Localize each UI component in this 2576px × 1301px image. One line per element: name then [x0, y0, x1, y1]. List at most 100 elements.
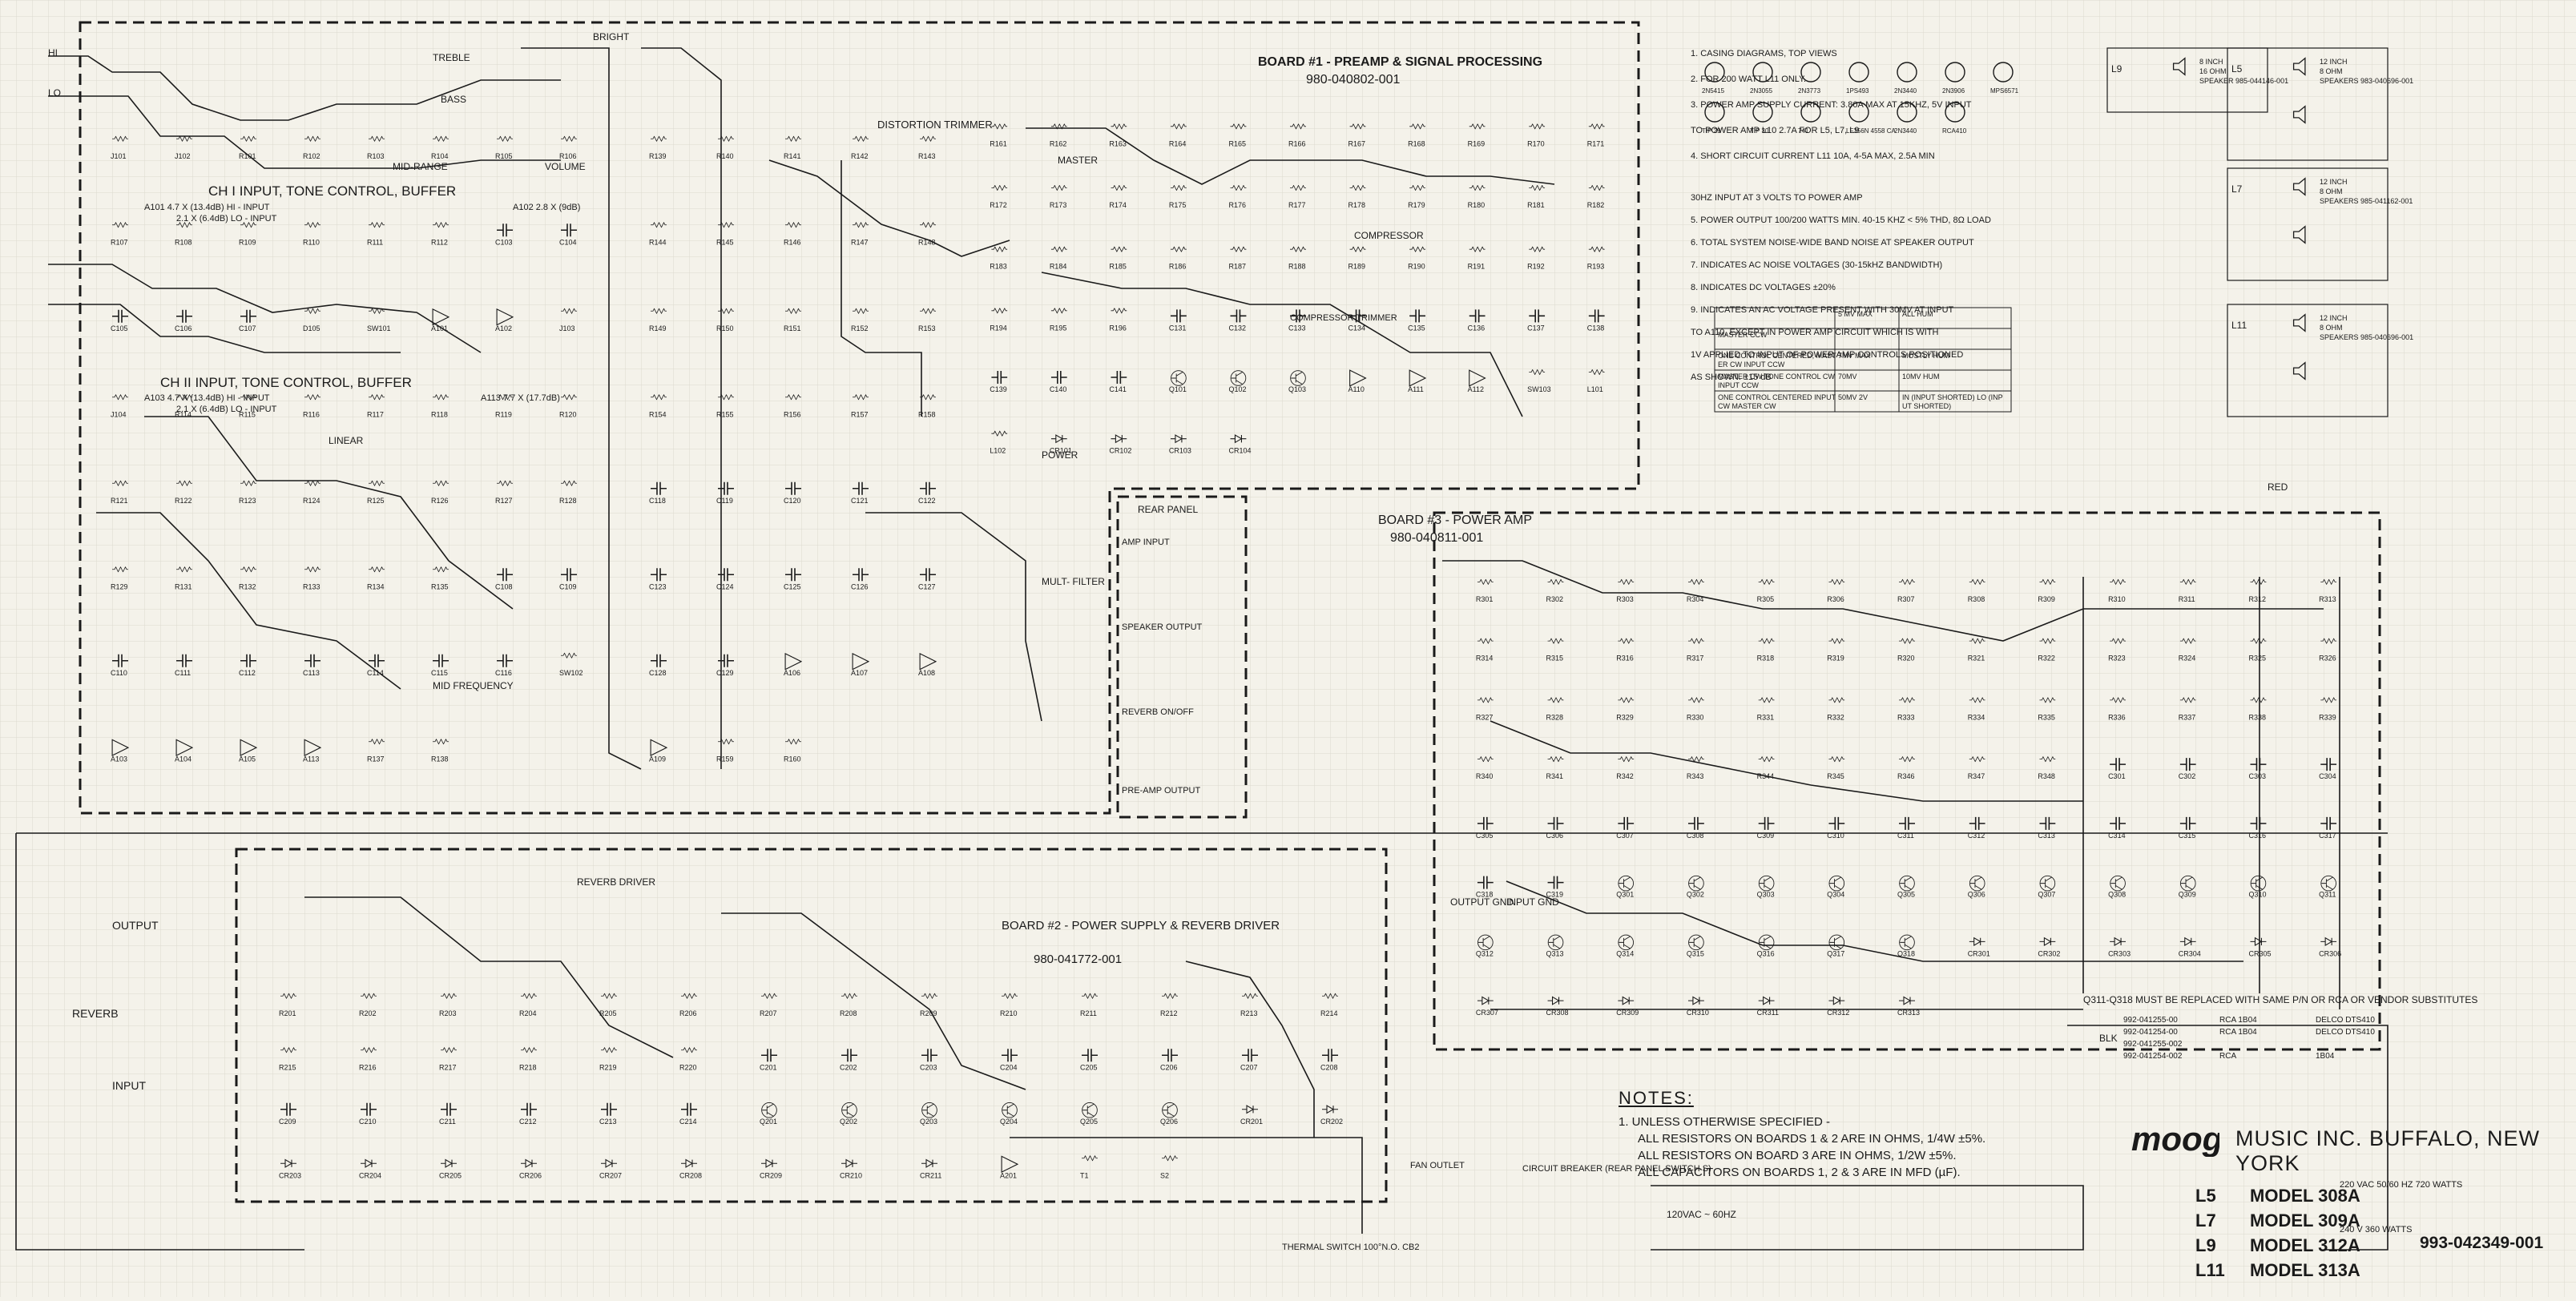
- part-c311: C311: [1897, 832, 1914, 840]
- table-cell-text: ONE CONTROL CENTERED INPUT: [1718, 393, 1836, 401]
- part-r167: R167: [1348, 139, 1366, 147]
- part-c203: C203: [920, 1063, 937, 1071]
- transistor-case-icon: [1704, 102, 1725, 123]
- part-r348: R348: [2038, 772, 2055, 780]
- part-c110: C110: [111, 669, 127, 677]
- part-r125: R125: [367, 497, 385, 505]
- table-cell-text: INPUT CCW: [1718, 381, 1759, 389]
- part-c201: C201: [760, 1063, 777, 1071]
- part-r163: R163: [1109, 139, 1127, 147]
- document-number: 993-042349-001: [2420, 1234, 2544, 1252]
- part-a108: A108: [918, 669, 935, 677]
- power-label: POWER: [1042, 449, 1078, 461]
- part-c207: C207: [1240, 1063, 1258, 1071]
- part-r171: R171: [1587, 139, 1605, 147]
- part-c131: C131: [1169, 324, 1187, 332]
- part-r338: R338: [2248, 713, 2266, 721]
- part-sw101: SW101: [367, 324, 391, 332]
- part-c208: C208: [1320, 1063, 1338, 1071]
- part-a101: A101: [431, 324, 448, 332]
- part-r159: R159: [716, 755, 734, 763]
- casing-part: 2N5415: [1702, 87, 1725, 95]
- part-r320: R320: [1897, 655, 1915, 663]
- part-r172: R172: [990, 201, 1007, 209]
- circuit-wiring: [15, 47, 2389, 1251]
- casing-part: TIP 30: [1750, 127, 1769, 135]
- part-r207: R207: [760, 1009, 777, 1017]
- part-r122: R122: [175, 497, 192, 505]
- right-note-line: 1. CASING DIAGRAMS, TOP VIEWS: [1691, 49, 1837, 58]
- part-r216: R216: [359, 1063, 377, 1071]
- speaker-box: [2106, 47, 2268, 113]
- part-c132: C132: [1228, 324, 1246, 332]
- part-r142: R142: [851, 152, 869, 160]
- part-r215: R215: [279, 1063, 296, 1071]
- part-a113: A113: [303, 755, 319, 763]
- circuit-breaker-label: CIRCUIT BREAKER (REAR PANEL SWITCH S): [1522, 1164, 1711, 1174]
- speaker-box: [2227, 47, 2389, 161]
- part-cr102: CR102: [1109, 447, 1131, 455]
- reverb-tank-label: REVERB: [72, 1007, 119, 1020]
- part-r160: R160: [784, 755, 801, 763]
- compressor-trimmer-label: COMPRESSOR TRIMMER: [1290, 313, 1397, 323]
- transistor-case-icon: [1752, 102, 1773, 123]
- part-r339: R339: [2319, 713, 2336, 721]
- bright-label: BRIGHT: [593, 31, 630, 42]
- part-c126: C126: [851, 582, 869, 590]
- part-r162: R162: [1050, 139, 1067, 147]
- part-r340: R340: [1476, 772, 1494, 780]
- part-r116: R116: [303, 410, 320, 418]
- part-r346: R346: [1897, 772, 1915, 780]
- part-c138: C138: [1587, 324, 1605, 332]
- part-j103: J103: [559, 324, 575, 332]
- table-cell-text: IN (INPUT SHORTED) LO (INP: [1902, 393, 2003, 401]
- transistor-case-icon: [1945, 62, 1965, 83]
- mains-240-label: 240 V 360 WATTS: [2340, 1225, 2412, 1235]
- part-r185: R185: [1109, 263, 1127, 271]
- part-q310: Q310: [2248, 891, 2266, 899]
- part-r101: R101: [239, 152, 256, 160]
- preamp-output-label: PRE-AMP OUTPUT: [1122, 786, 1200, 796]
- part-r180: R180: [1468, 201, 1486, 209]
- part-q103: Q103: [1288, 385, 1306, 393]
- input-jack-label: INPUT: [112, 1079, 146, 1092]
- part-r220: R220: [679, 1063, 697, 1071]
- right-note-line: 2. FOR 200 WATT L11 ONLY.: [1691, 75, 1806, 84]
- right-note-line: 7. INDICATES AC NOISE VOLTAGES (30-15kHZ…: [1691, 260, 1942, 270]
- part-r344: R344: [1757, 772, 1775, 780]
- part-q305: Q305: [1897, 891, 1915, 899]
- part-r303: R303: [1616, 595, 1634, 603]
- part-a102: A102: [495, 324, 512, 332]
- speaker-box: [2227, 304, 2389, 417]
- part-c212: C212: [519, 1118, 537, 1126]
- part-c124: C124: [716, 582, 734, 590]
- part-r305: R305: [1757, 595, 1775, 603]
- part-a111: A111: [1408, 385, 1424, 393]
- part-r343: R343: [1687, 772, 1704, 780]
- transistor-case-icon: [1897, 102, 1917, 123]
- part-r112: R112: [431, 238, 448, 246]
- part-c103: C103: [495, 238, 513, 246]
- q-substitute-cell: 992-041255-00: [2123, 1016, 2178, 1025]
- transistor-case-icon: [1897, 62, 1917, 83]
- part-r317: R317: [1687, 655, 1704, 663]
- rear-panel-label: REAR PANEL: [1138, 504, 1198, 515]
- part-cr309: CR309: [1616, 1009, 1639, 1017]
- part-r194: R194: [990, 324, 1007, 332]
- speaker-output-label: SPEAKER OUTPUT: [1122, 622, 1203, 632]
- part-cr305: CR305: [2248, 949, 2271, 957]
- speaker-label: 12 INCH: [2320, 178, 2348, 186]
- part-r319: R319: [1827, 655, 1844, 663]
- part-c116: C116: [495, 669, 512, 677]
- part-r148: R148: [918, 238, 936, 246]
- master-label: MASTER: [1058, 155, 1098, 166]
- part-q202: Q202: [840, 1118, 857, 1126]
- part-q101: Q101: [1169, 385, 1187, 393]
- part-r103: R103: [367, 152, 385, 160]
- part-r332: R332: [1827, 713, 1844, 721]
- part-cr308: CR308: [1546, 1009, 1569, 1017]
- speaker-label: 12 INCH: [2320, 314, 2348, 322]
- part-r165: R165: [1228, 139, 1246, 147]
